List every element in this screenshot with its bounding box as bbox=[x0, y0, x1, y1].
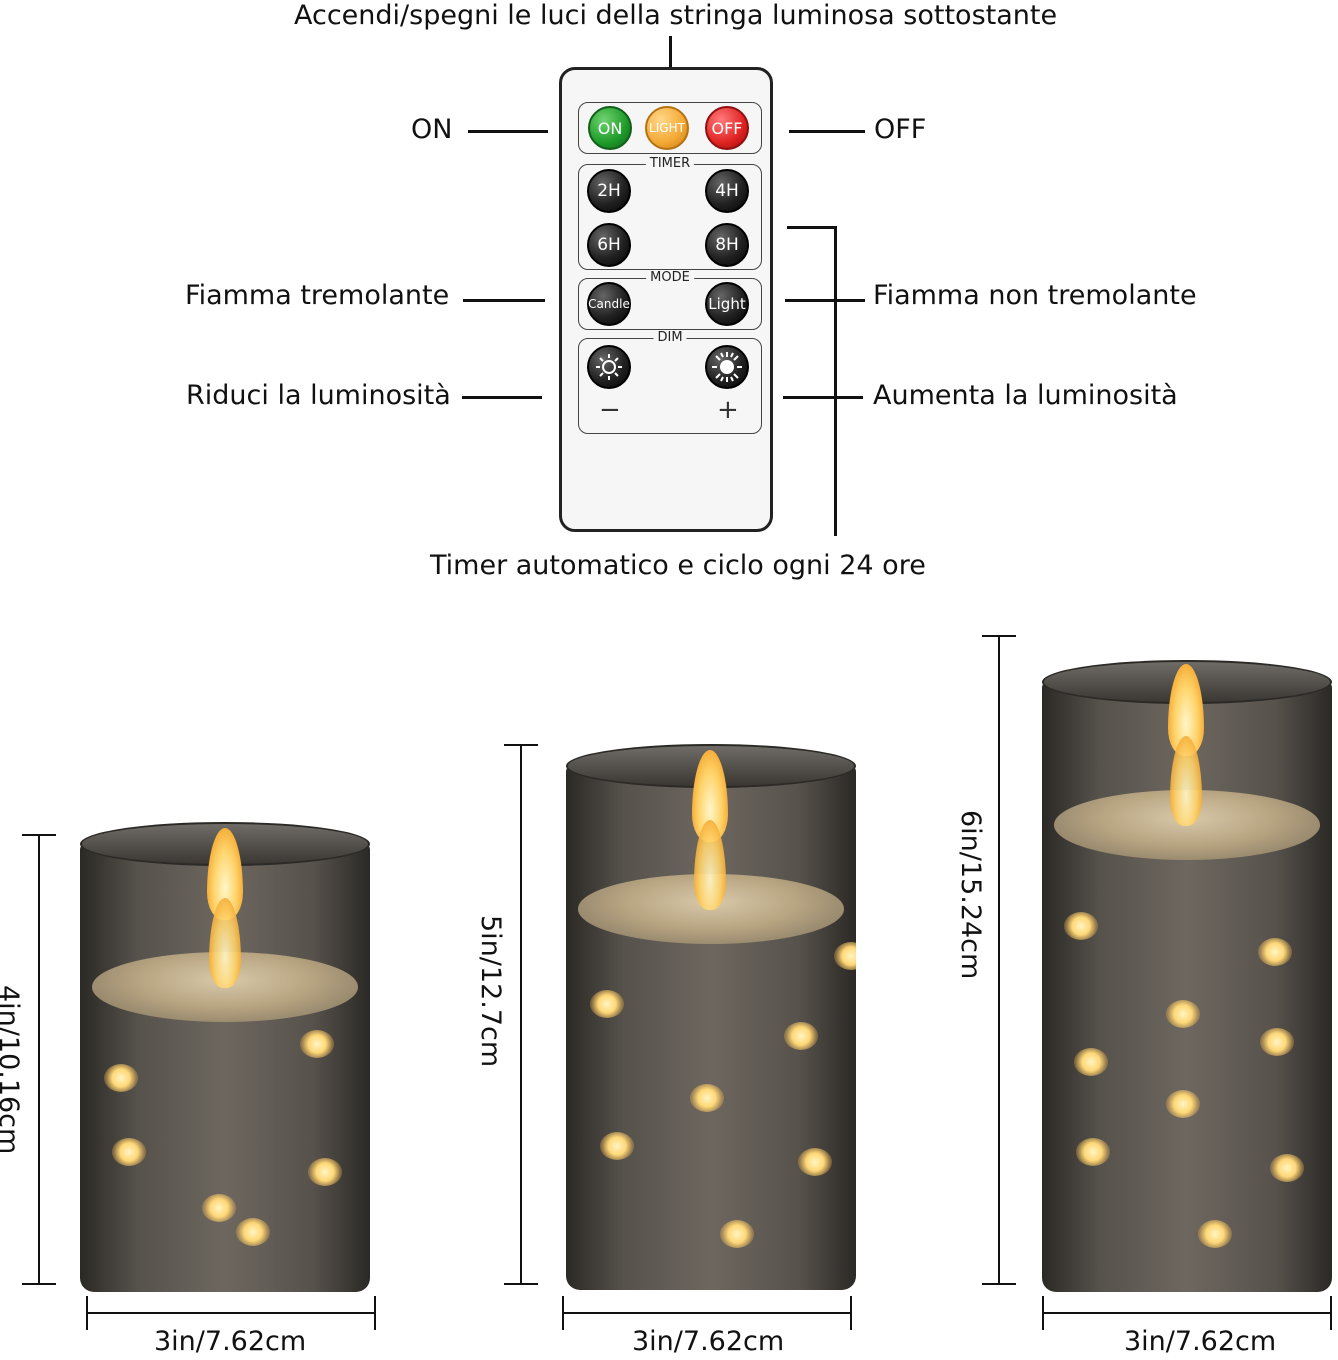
dim-up-button[interactable] bbox=[705, 345, 749, 389]
candle1-height-cap-bottom bbox=[22, 1283, 56, 1285]
candle3-height-label: 6in/15.24cm bbox=[955, 810, 986, 980]
candle2-width-line bbox=[562, 1312, 852, 1314]
flicker-leader-line bbox=[463, 299, 545, 302]
off-button[interactable]: OFF bbox=[705, 106, 749, 150]
candle-small bbox=[80, 822, 370, 1292]
dim-group-title: DIM bbox=[653, 331, 687, 345]
mode-group: MODE Candle Light bbox=[578, 271, 762, 330]
candle3-height-cap-bottom bbox=[982, 1283, 1016, 1285]
candle2-height-line bbox=[520, 744, 522, 1284]
candle3-width-line bbox=[1042, 1312, 1332, 1314]
timer-label: Timer automatico e ciclo ogni 24 ore bbox=[430, 550, 926, 581]
candle2-width-cap-left bbox=[562, 1296, 564, 1330]
light-mode-button[interactable]: Light bbox=[705, 282, 749, 326]
top-leader-line bbox=[669, 36, 672, 68]
timer-6h-button[interactable]: 6H bbox=[587, 223, 631, 267]
non-flicker-label: Fiamma non tremolante bbox=[873, 280, 1197, 311]
candle3-width-label: 3in/7.62cm bbox=[1124, 1326, 1277, 1357]
candle-medium bbox=[566, 744, 856, 1290]
mode-group-title: MODE bbox=[646, 271, 694, 285]
dim-down-leader-line bbox=[462, 396, 542, 399]
timer-group: TIMER 2H 4H 6H 8H bbox=[578, 157, 762, 270]
off-leader-line bbox=[789, 130, 865, 133]
timer-group-title: TIMER bbox=[645, 157, 695, 171]
minus-sign: − bbox=[599, 395, 621, 425]
candle1-width-cap-left bbox=[86, 1296, 88, 1330]
candle1-height-label: 4in/10.16cm bbox=[0, 985, 24, 1155]
light-button[interactable]: LIGHT bbox=[645, 106, 689, 150]
candle2-height-label: 5in/12.7cm bbox=[475, 915, 506, 1068]
candle3-height-line bbox=[998, 635, 1000, 1285]
dim-group: DIM bbox=[578, 331, 762, 434]
candle-mode-button[interactable]: Candle bbox=[587, 282, 631, 326]
timer-2h-button[interactable]: 2H bbox=[587, 169, 631, 213]
candle1-width-cap-right bbox=[374, 1296, 376, 1330]
sun-bright-icon bbox=[712, 352, 742, 382]
candle1-height-line bbox=[38, 834, 40, 1284]
candle2-width-label: 3in/7.62cm bbox=[632, 1326, 785, 1357]
timer-4h-button[interactable]: 4H bbox=[705, 169, 749, 213]
dim-down-button[interactable] bbox=[587, 345, 631, 389]
candle2-width-cap-right bbox=[850, 1296, 852, 1330]
remote-control: ON LIGHT OFF TIMER 2H 4H 6H 8H MODE Cand… bbox=[559, 67, 773, 532]
candle3-width-cap-left bbox=[1042, 1296, 1044, 1330]
power-group: ON LIGHT OFF bbox=[578, 102, 762, 154]
on-label: ON bbox=[411, 114, 453, 145]
plus-sign: + bbox=[717, 395, 739, 425]
dim-down-label: Riduci la luminosità bbox=[186, 380, 451, 411]
sun-small-icon bbox=[596, 354, 622, 380]
timer-leader-vertical bbox=[834, 226, 837, 536]
dim-up-label: Aumenta la luminosità bbox=[873, 380, 1178, 411]
candle1-width-label: 3in/7.62cm bbox=[154, 1326, 307, 1357]
flicker-label: Fiamma tremolante bbox=[185, 280, 450, 311]
dim-up-leader-line bbox=[783, 396, 863, 399]
timer-leader-horizontal bbox=[787, 226, 835, 229]
candle2-height-cap-bottom bbox=[504, 1283, 538, 1285]
timer-8h-button[interactable]: 8H bbox=[705, 223, 749, 267]
off-label: OFF bbox=[874, 114, 927, 145]
top-label: Accendi/spegni le luci della stringa lum… bbox=[294, 0, 1058, 31]
on-leader-line bbox=[468, 130, 548, 133]
non-flicker-leader-line bbox=[785, 299, 865, 302]
candle-large bbox=[1042, 660, 1332, 1292]
candle1-width-line bbox=[86, 1312, 376, 1314]
candle3-width-cap-right bbox=[1330, 1296, 1332, 1330]
on-button[interactable]: ON bbox=[588, 106, 632, 150]
